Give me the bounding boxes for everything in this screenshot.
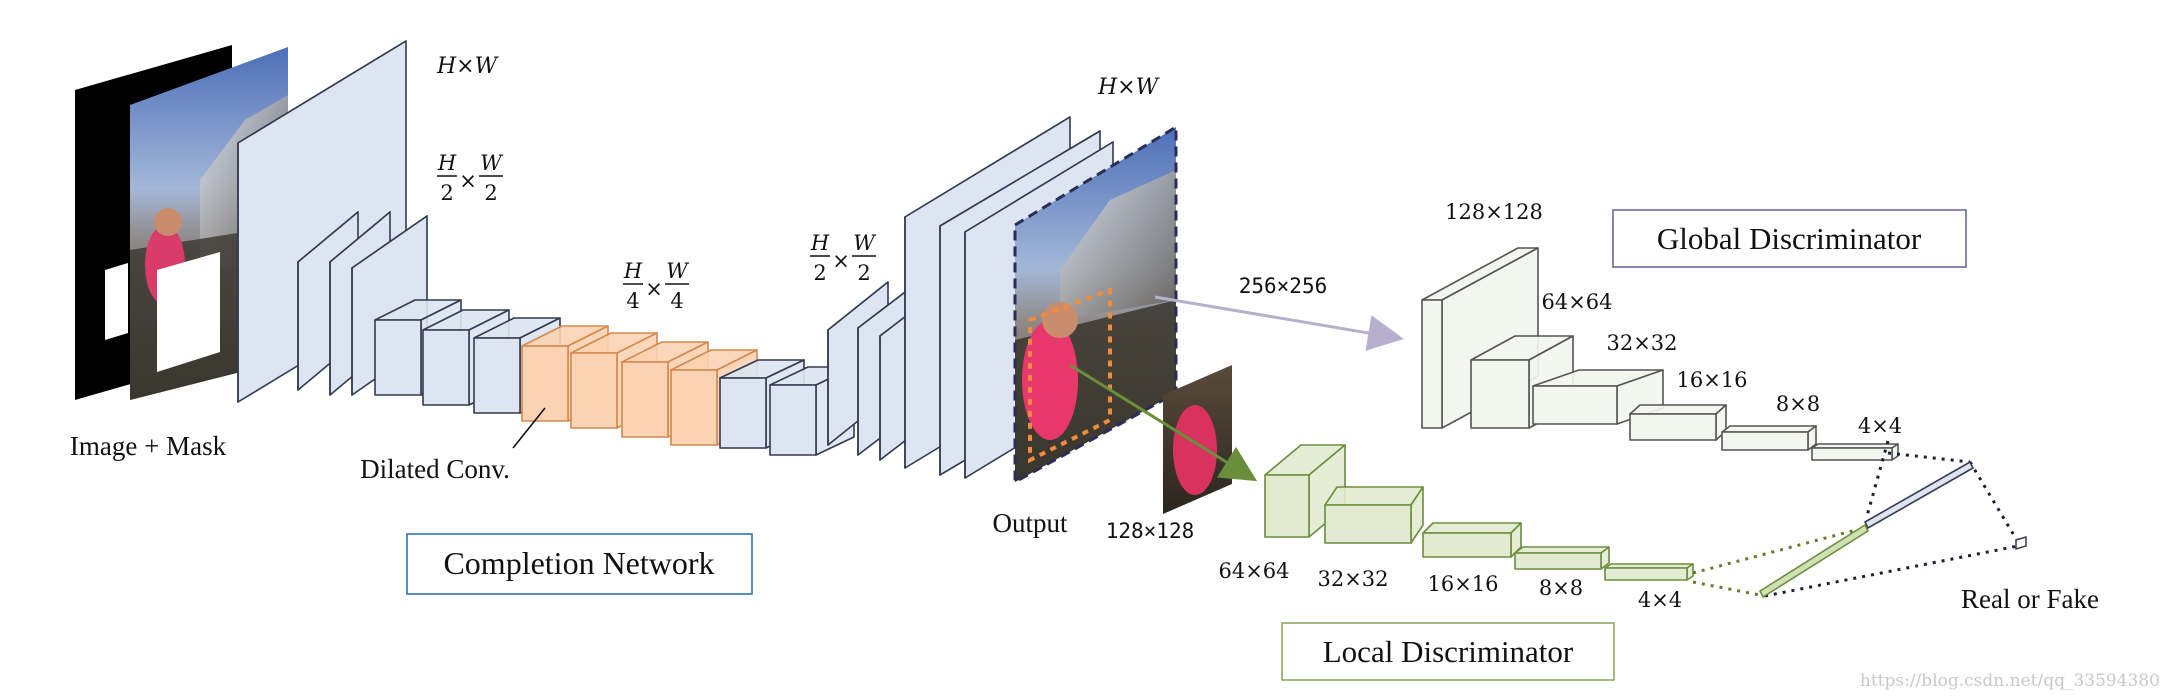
global-size-labels: 128×128 64×64 32×32 16×16 8×8 4×4 bbox=[1445, 200, 1902, 438]
global-discriminator-box bbox=[1612, 209, 1967, 268]
svg-text:4: 4 bbox=[626, 289, 639, 313]
local-size-3: 16×16 bbox=[1427, 572, 1498, 596]
local-layer-5 bbox=[1604, 563, 1694, 581]
local-crop-photo bbox=[1163, 365, 1232, 514]
global-size-3: 32×32 bbox=[1606, 331, 1677, 355]
local-layer-2 bbox=[1324, 486, 1424, 544]
global-discriminator-layers bbox=[1421, 247, 1899, 461]
global-size-1: 128×128 bbox=[1445, 200, 1543, 224]
svg-text:W: W bbox=[853, 231, 877, 255]
local-size-1: 64×64 bbox=[1218, 559, 1289, 583]
dim-h2w2-encoder: H 2 × W 2 bbox=[437, 151, 504, 205]
svg-text:H: H bbox=[437, 151, 457, 175]
global-size-5: 8×8 bbox=[1776, 392, 1820, 416]
svg-text:2: 2 bbox=[484, 181, 497, 205]
global-size-2: 64×64 bbox=[1541, 290, 1612, 314]
svg-text:W: W bbox=[480, 151, 504, 175]
global-layer-6 bbox=[1811, 443, 1899, 461]
local-layer-4 bbox=[1514, 546, 1610, 570]
global-size-4: 16×16 bbox=[1676, 368, 1747, 392]
svg-text:W: W bbox=[666, 259, 690, 283]
completion-network-box bbox=[406, 533, 753, 595]
watermark: https://blog.csdn.net/qq_33594380 bbox=[1860, 671, 2160, 691]
arrow-to-global bbox=[1154, 295, 1404, 351]
dim-h4w4: H 4 × W 4 bbox=[623, 259, 690, 313]
dim-hw-output: H×W bbox=[1097, 75, 1161, 100]
input-label: Image + Mask bbox=[70, 431, 227, 461]
local-discriminator-layers bbox=[1264, 444, 1694, 581]
local-size-labels: 64×64 32×32 16×16 8×8 4×4 bbox=[1218, 559, 1682, 612]
local-layer-3 bbox=[1422, 522, 1522, 558]
svg-text:H: H bbox=[810, 231, 830, 255]
arrow-to-local bbox=[1069, 363, 1258, 482]
global-input-size: 256×256 bbox=[1239, 274, 1328, 298]
svg-text:×: × bbox=[832, 249, 850, 273]
fusion-connections bbox=[1692, 440, 2027, 599]
local-size-4: 8×8 bbox=[1539, 576, 1583, 600]
local-discriminator-box bbox=[1281, 622, 1615, 681]
output-photo bbox=[1013, 124, 1178, 485]
real-or-fake-label: Real or Fake bbox=[1961, 584, 2099, 614]
svg-text:4: 4 bbox=[670, 289, 683, 313]
global-discriminator-label: Global Discriminator bbox=[1657, 221, 1922, 256]
local-discriminator-label: Local Discriminator bbox=[1323, 634, 1574, 669]
completion-network-label: Completion Network bbox=[443, 545, 714, 581]
svg-text:×: × bbox=[645, 277, 663, 301]
svg-text:2: 2 bbox=[813, 261, 826, 285]
global-size-6: 4×4 bbox=[1858, 414, 1902, 438]
local-size-2: 32×32 bbox=[1317, 567, 1388, 591]
local-size-5: 4×4 bbox=[1638, 588, 1682, 612]
svg-text:2: 2 bbox=[440, 181, 453, 205]
dim-h2w2-decoder: H 2 × W 2 bbox=[810, 231, 877, 285]
global-layer-5 bbox=[1721, 425, 1817, 451]
global-layer-4 bbox=[1629, 404, 1727, 441]
dilated-pointer bbox=[512, 407, 546, 449]
dim-hw-input: H×W bbox=[436, 54, 500, 79]
dilated-label: Dilated Conv. bbox=[360, 454, 510, 484]
svg-text:H: H bbox=[623, 259, 643, 283]
svg-text:×: × bbox=[459, 169, 477, 193]
output-label: Output bbox=[992, 508, 1068, 538]
output-size-label: 128×128 bbox=[1106, 519, 1195, 543]
svg-text:2: 2 bbox=[857, 261, 870, 285]
